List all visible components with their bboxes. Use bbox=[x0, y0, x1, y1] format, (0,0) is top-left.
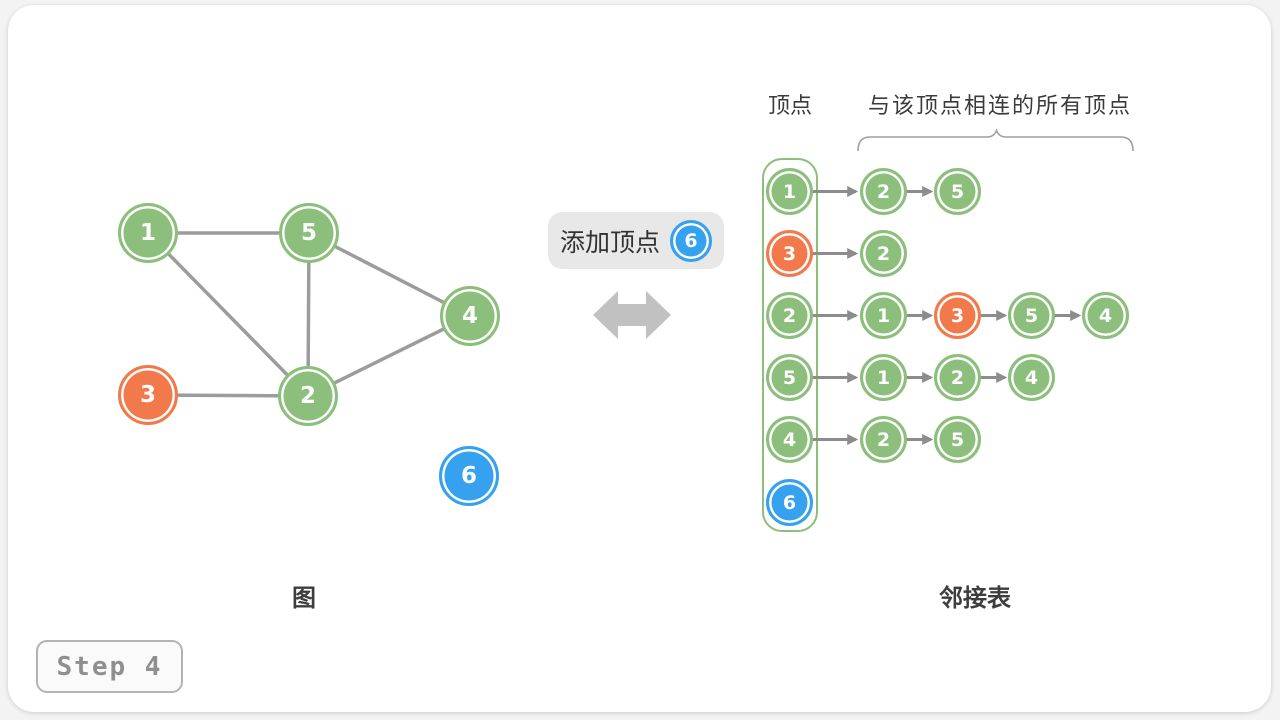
adj-2-neighbor-1: 1 bbox=[860, 292, 907, 339]
transition-node-6: 6 bbox=[670, 219, 712, 262]
vertex-header: 顶点 bbox=[767, 93, 812, 118]
graph-node-5: 5 bbox=[279, 203, 339, 263]
adj-5-neighbor-1: 1 bbox=[860, 354, 907, 401]
graph-node-2: 2 bbox=[278, 366, 338, 426]
adj-2-neighbor-5: 5 bbox=[1008, 292, 1055, 339]
adj-2-neighbor-4: 4 bbox=[1082, 292, 1129, 339]
adj-3-neighbor-2: 2 bbox=[860, 230, 907, 277]
graph-caption: 图 bbox=[292, 585, 316, 612]
graph-node-6: 6 bbox=[439, 446, 499, 506]
adjacency-caption: 邻接表 bbox=[939, 585, 1011, 612]
adj-1-neighbor-5: 5 bbox=[934, 168, 981, 215]
graph-node-4: 4 bbox=[440, 286, 500, 346]
neighbors-header: 与该顶点相连的所有顶点 bbox=[867, 93, 1132, 118]
step-badge-label: Step 4 bbox=[56, 651, 163, 682]
adj-vertex-3: 3 bbox=[766, 230, 813, 277]
adj-vertex-2: 2 bbox=[766, 292, 813, 339]
step-badge: Step 4 bbox=[36, 640, 183, 693]
adj-5-neighbor-2: 2 bbox=[934, 354, 981, 401]
adj-1-neighbor-2: 2 bbox=[860, 168, 907, 215]
transition-pill: 添加顶点 6 bbox=[548, 212, 724, 269]
transition-label: 添加顶点 bbox=[559, 228, 660, 257]
graph-node-3: 3 bbox=[118, 365, 178, 425]
adj-4-neighbor-2: 2 bbox=[860, 416, 907, 463]
adj-vertex-6: 6 bbox=[766, 479, 813, 526]
adj-vertex-5: 5 bbox=[766, 354, 813, 401]
adj-4-neighbor-5: 5 bbox=[934, 416, 981, 463]
adj-vertex-4: 4 bbox=[766, 416, 813, 463]
adj-vertex-1: 1 bbox=[766, 168, 813, 215]
adj-2-neighbor-3: 3 bbox=[934, 292, 981, 339]
vertex-column-outline bbox=[762, 158, 818, 532]
adj-5-neighbor-4: 4 bbox=[1008, 354, 1055, 401]
graph-node-1: 1 bbox=[118, 203, 178, 263]
